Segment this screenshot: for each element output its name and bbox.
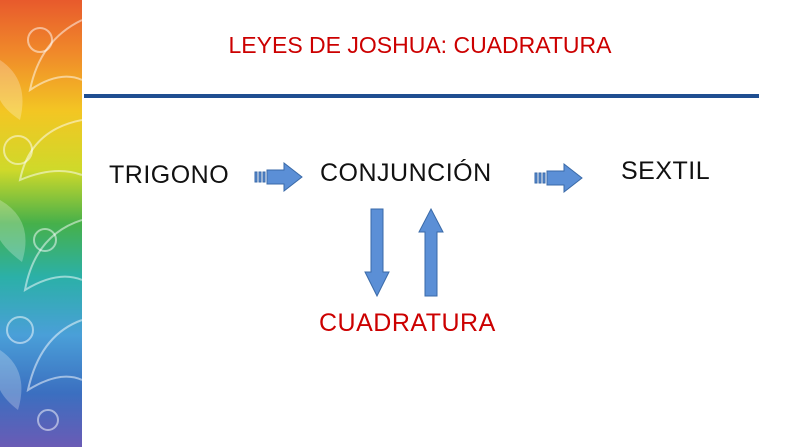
arrow-shape xyxy=(418,208,444,297)
arrow-up-cuadratura-conjuncion-icon xyxy=(418,208,444,297)
node-conjuncion: CONJUNCIÓN xyxy=(320,159,492,187)
arrow-right-trigono-conjuncion-icon xyxy=(254,162,303,192)
title-divider xyxy=(84,94,759,98)
node-trigono: TRIGONO xyxy=(109,161,230,189)
node-sextil: SEXTIL xyxy=(621,157,711,185)
arrow-shape xyxy=(364,208,390,298)
arrow-down-conjuncion-cuadratura-icon xyxy=(364,208,390,298)
slide-title: LEYES DE JOSHUA: CUADRATURA xyxy=(228,32,612,58)
arrow-right-conjuncion-sextil-icon xyxy=(534,163,583,193)
decorative-mandala-strip xyxy=(0,0,82,447)
arrow-shape xyxy=(254,162,303,192)
arrow-shape xyxy=(534,163,583,193)
node-cuadratura: CUADRATURA xyxy=(319,309,496,337)
